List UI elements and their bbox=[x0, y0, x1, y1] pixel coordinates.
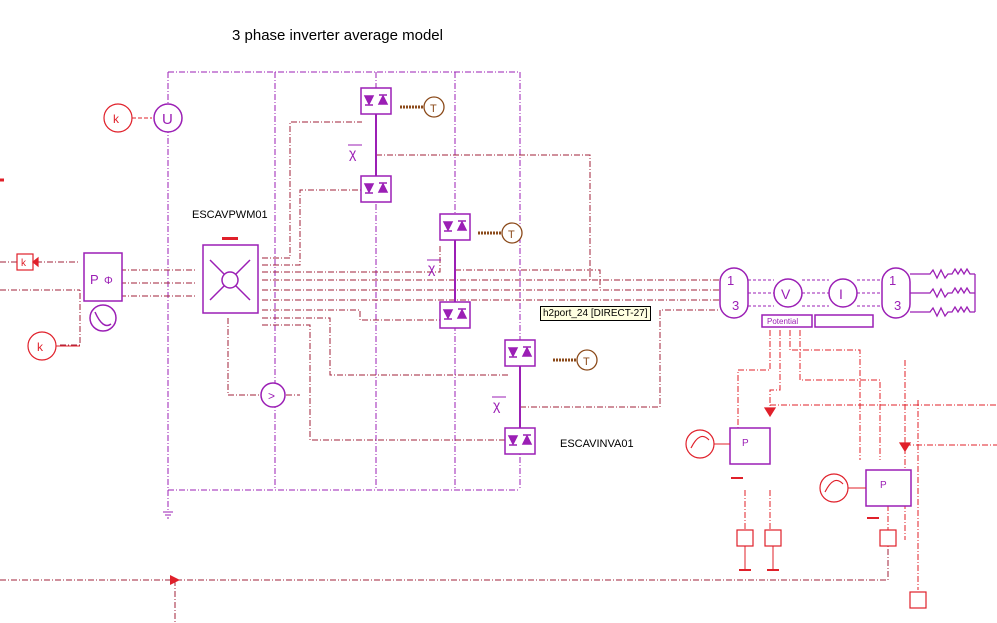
svg-text:>: > bbox=[268, 389, 275, 403]
dead-time-symbol: χ bbox=[428, 260, 436, 276]
voltage-source-u bbox=[153, 103, 183, 133]
svg-text:P: P bbox=[90, 272, 99, 287]
igbt-diode-upper bbox=[439, 213, 471, 241]
diagram-title: 3 phase inverter average model bbox=[232, 27, 443, 44]
u-label: U bbox=[162, 111, 173, 128]
svg-text:Φ: Φ bbox=[104, 275, 113, 287]
rl-load bbox=[910, 267, 976, 318]
sine-sources bbox=[685, 429, 849, 503]
igbt-diode-upper bbox=[504, 339, 536, 367]
t-label-2: T bbox=[508, 229, 515, 241]
switch-leg-2: χ bbox=[427, 213, 471, 329]
t-label-1: T bbox=[430, 103, 437, 115]
dead-time-symbol: χ bbox=[349, 145, 357, 161]
tr-num-1: 1 bbox=[727, 273, 734, 288]
igbt-diode-lower bbox=[439, 301, 471, 329]
power-sensor-2 bbox=[865, 469, 912, 507]
inv-block-label: ESCAVINVA01 bbox=[560, 438, 634, 450]
dead-time-symbol: χ bbox=[493, 397, 501, 413]
igbt-diode-lower bbox=[360, 175, 392, 203]
comparator bbox=[260, 382, 286, 408]
svg-text:P: P bbox=[880, 480, 887, 491]
tr2-num-3: 3 bbox=[894, 298, 901, 313]
abc-transform bbox=[719, 267, 911, 328]
k-box-label: k bbox=[21, 258, 27, 269]
svg-text:P: P bbox=[742, 438, 749, 449]
tr2-num-1: 1 bbox=[889, 273, 896, 288]
power-sensor-1 bbox=[729, 427, 771, 465]
pwm-block bbox=[202, 244, 259, 314]
igbt-diode-upper bbox=[360, 87, 392, 115]
switch-leg-3: χ bbox=[492, 339, 536, 455]
t-label-3: T bbox=[583, 356, 590, 368]
igbt-diode-lower bbox=[504, 427, 536, 455]
pwm-converter-block bbox=[83, 252, 123, 332]
v-meter-label: V bbox=[781, 286, 791, 302]
switch-leg-1: χ bbox=[348, 87, 392, 203]
pwm-block-label: ESCAVPWM01 bbox=[192, 209, 268, 221]
potential-label: Potential bbox=[767, 317, 798, 326]
k-circle-label-1: k bbox=[37, 340, 44, 354]
measure-wires bbox=[737, 330, 997, 590]
output-blocks bbox=[736, 407, 927, 609]
tr-num-3: 3 bbox=[732, 298, 739, 313]
k-circle-label-2: k bbox=[113, 112, 120, 126]
thermal-ports bbox=[423, 96, 598, 371]
port-tooltip: h2port_24 [DIRECT-27] bbox=[540, 306, 651, 321]
i-meter-label: I bbox=[839, 286, 843, 302]
signal-wires bbox=[0, 121, 889, 623]
